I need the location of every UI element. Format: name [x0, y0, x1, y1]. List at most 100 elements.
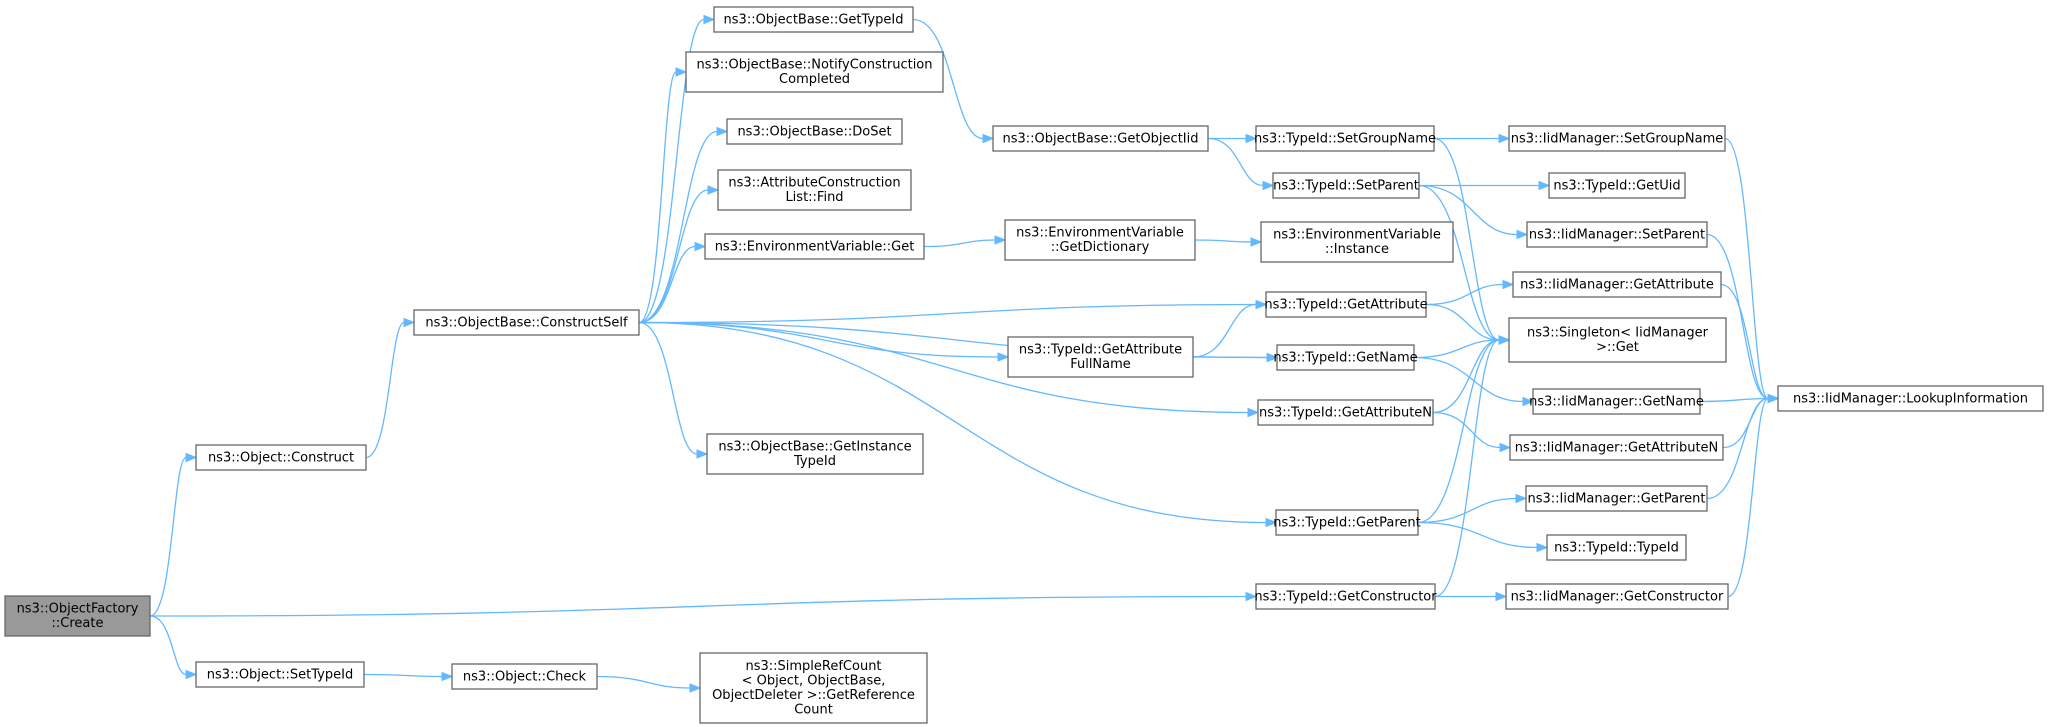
call-edge-tid_getparent-to-tid_typeid	[1417, 521, 1549, 553]
arrowhead-icon	[1266, 352, 1279, 363]
call-edge-ob_gettypeid-to-ob_getobjectiid	[912, 18, 995, 144]
edge-line	[638, 321, 1249, 414]
edge-line	[1425, 303, 1500, 341]
node-label-line: ns3::SimpleRefCount	[745, 659, 881, 674]
edge-line	[1417, 339, 1500, 524]
arrowhead-icon	[994, 235, 1007, 245]
call-edge-create-to-construct	[149, 452, 198, 617]
edge-line	[912, 18, 984, 140]
node-tid-getname[interactable]: ns3::TypeId::GetName	[1273, 344, 1418, 371]
node-construct[interactable]: ns3::Object::Construct	[195, 444, 367, 471]
arrowhead-icon	[1499, 442, 1512, 453]
arrowhead-icon	[1767, 393, 1780, 404]
call-edge-iid_getattribute-to-iid_lookup	[1720, 283, 1780, 404]
node-label-line: ns3::ObjectBase::NotifyConstruction	[697, 58, 933, 73]
node-label-line: ns3::Singleton< IidManager	[1527, 326, 1709, 341]
node-box	[1505, 583, 1729, 610]
node-tid-getattribute[interactable]: ns3::TypeId::GetAttribute	[1264, 291, 1428, 318]
node-ob-doset[interactable]: ns3::ObjectBase::DoSet	[726, 118, 903, 145]
call-edge-tid_setgroupname-to-iid_setgroupname	[1434, 133, 1511, 144]
node-box	[706, 433, 924, 475]
node-check[interactable]: ns3::Object::Check	[451, 663, 598, 690]
node-label-line: FullName	[1070, 357, 1131, 372]
node-ob-gettypeid[interactable]: ns3::ObjectBase::GetTypeId	[713, 6, 914, 33]
arrowhead-icon	[1538, 180, 1551, 191]
call-edge-construct-to-constructself	[365, 317, 416, 459]
arrowhead-icon	[997, 352, 1010, 362]
call-edge-ev_getdict-to-ev_instance	[1194, 237, 1263, 247]
call-edge-tid_setparent-to-tid_getuid	[1419, 180, 1551, 191]
node-create[interactable]: ns3::ObjectFactory::Create	[4, 595, 151, 637]
node-box	[1509, 434, 1724, 461]
call-edges	[149, 14, 1780, 693]
node-tid-setparent[interactable]: ns3::TypeId::SetParent	[1272, 172, 1420, 199]
edge-line	[1194, 239, 1252, 243]
node-tid-setgroupname[interactable]: ns3::TypeId::SetGroupName	[1254, 125, 1436, 152]
node-tid-getparent[interactable]: ns3::TypeId::GetParent	[1273, 509, 1421, 536]
node-iid-getname[interactable]: ns3::IidManager::GetName	[1529, 388, 1704, 415]
edge-line	[1418, 184, 1518, 236]
node-settypeid[interactable]: ns3::Object::SetTypeId	[195, 661, 365, 688]
edge-line	[1433, 137, 1500, 341]
node-iid-getattribute[interactable]: ns3::IidManager::GetAttribute	[1512, 271, 1722, 298]
call-edge-tid_getparent-to-iid_getparent	[1417, 493, 1528, 524]
node-box	[1508, 125, 1726, 152]
node-box	[1512, 271, 1722, 298]
node-ob-getobjectiid[interactable]: ns3::ObjectBase::GetObjectIid	[992, 125, 1209, 152]
edge-line	[1699, 397, 1769, 403]
node-ob-notify[interactable]: ns3::ObjectBase::NotifyConstructionCompl…	[685, 51, 944, 93]
node-tid-getattributen[interactable]: ns3::TypeId::GetAttributeN	[1257, 399, 1434, 426]
node-iid-getparent[interactable]: ns3::IidManager::GetParent	[1525, 485, 1708, 512]
node-ev-instance[interactable]: ns3::EnvironmentVariable::Instance	[1260, 221, 1454, 263]
arrowhead-icon	[694, 241, 707, 252]
node-iid-lookup[interactable]: ns3::IidManager::LookupInformation	[1777, 385, 2044, 412]
node-label-line: ns3::IidManager::GetConstructor	[1511, 589, 1724, 604]
node-box	[1546, 534, 1687, 561]
call-edge-tid_getattribute-to-iid_getattribute	[1425, 279, 1515, 306]
call-edge-constructself-to-tid_getattributen	[638, 321, 1260, 418]
node-label-line: ns3::IidManager::GetName	[1529, 394, 1704, 409]
node-box	[704, 233, 925, 260]
node-box	[413, 309, 640, 336]
node-box	[451, 663, 598, 690]
node-constructself[interactable]: ns3::ObjectBase::ConstructSelf	[413, 309, 640, 336]
call-edge-create-to-settypeid	[149, 615, 198, 680]
arrowhead-icon	[1515, 493, 1528, 504]
arrowhead-icon	[441, 671, 454, 682]
node-label-line: ns3::TypeId::GetAttributeN	[1259, 405, 1432, 420]
node-tid-getconstructor[interactable]: ns3::TypeId::GetConstructor	[1254, 583, 1437, 610]
call-edge-constructself-to-tid_getparent	[638, 321, 1278, 528]
edge-line	[1706, 233, 1769, 400]
node-iid-getattributen[interactable]: ns3::IidManager::GetAttributeN	[1509, 434, 1724, 461]
edge-line	[1724, 137, 1769, 400]
node-iid-setparent[interactable]: ns3::IidManager::SetParent	[1526, 221, 1708, 248]
node-ev-getdict[interactable]: ns3::EnvironmentVariable::GetDictionary	[1004, 219, 1196, 261]
node-label-line: ns3::ObjectBase::ConstructSelf	[425, 315, 628, 330]
edge-line	[1727, 397, 1769, 598]
edge-line	[1434, 339, 1500, 598]
node-label-line: ns3::ObjectFactory	[17, 602, 139, 617]
node-iid-getconstructor[interactable]: ns3::IidManager::GetConstructor	[1505, 583, 1729, 610]
node-ev-get[interactable]: ns3::EnvironmentVariable::Get	[704, 233, 925, 260]
node-box	[4, 595, 151, 637]
node-singleton-get[interactable]: ns3::Singleton< IidManager>::Get	[1508, 317, 1727, 363]
node-iid-setgroupname[interactable]: ns3::IidManager::SetGroupName	[1508, 125, 1726, 152]
arrowhead-icon	[1502, 279, 1515, 290]
node-box	[1265, 291, 1427, 318]
call-edge-tid_getattribute-to-singleton_get	[1425, 303, 1511, 345]
edge-line	[638, 321, 698, 455]
call-edge-tid_getattributen-to-singleton_get	[1432, 335, 1511, 414]
call-edge-tid_getconstructor-to-iid_getconstructor	[1435, 591, 1508, 602]
node-tid-getuid[interactable]: ns3::TypeId::GetUid	[1548, 172, 1686, 199]
node-label-line: TypeId	[793, 454, 836, 469]
arrowhead-icon	[703, 14, 716, 25]
arrowhead-icon	[689, 683, 702, 693]
node-getrefcount[interactable]: ns3::SimpleRefCount< Object, ObjectBase,…	[699, 652, 928, 724]
node-box	[1508, 317, 1727, 363]
arrowhead-icon	[707, 185, 720, 195]
node-tid-typeid[interactable]: ns3::TypeId::TypeId	[1546, 534, 1687, 561]
